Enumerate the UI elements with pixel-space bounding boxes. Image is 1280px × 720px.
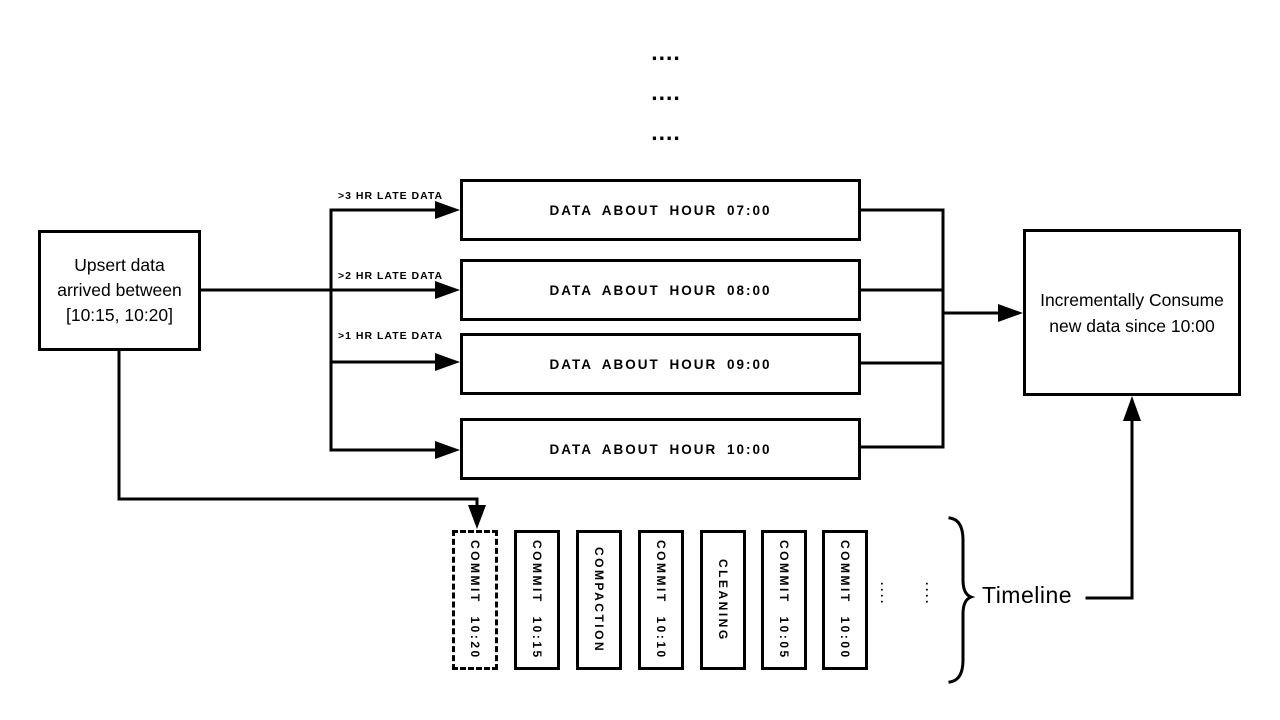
cleaning-box: CLEANING bbox=[700, 530, 746, 670]
upsert-box-text: Upsert data arrived between [10:15, 10:2… bbox=[57, 253, 182, 328]
timeline-brace bbox=[948, 516, 976, 684]
upsert-to-commit-line bbox=[117, 348, 479, 508]
upsert-box-line: arrived between bbox=[57, 280, 182, 300]
arrowhead-hour10 bbox=[435, 441, 460, 459]
late-data-label-3hr: >3 HR LATE DATA bbox=[338, 190, 444, 202]
late-data-label-2hr: >2 HR LATE DATA bbox=[338, 270, 444, 282]
incremental-consume-line: new data since 10:00 bbox=[1049, 315, 1215, 336]
timeline-to-consume-line bbox=[1085, 418, 1134, 600]
arrowhead-hour07 bbox=[435, 201, 460, 219]
continuation-dots-row: .... bbox=[651, 119, 681, 145]
commit-label: COMMIT 10:10 bbox=[654, 540, 668, 660]
upsert-box-line: [10:15, 10:20] bbox=[65, 305, 174, 325]
commit-box-10-10: COMMIT 10:10 bbox=[638, 530, 684, 670]
commit-box-10-00: COMMIT 10:00 bbox=[822, 530, 868, 670]
data-box-hour07: DATA ABOUT HOUR 07:00 bbox=[460, 179, 861, 241]
timeline-ellipsis: ···· bbox=[920, 582, 934, 606]
upsert-box: Upsert data arrived between [10:15, 10:2… bbox=[38, 230, 201, 351]
commit-label: COMMIT 10:15 bbox=[530, 540, 544, 660]
data-box-hour09: DATA ABOUT HOUR 09:00 bbox=[460, 333, 861, 395]
data-box-hour08: DATA ABOUT HOUR 08:00 bbox=[460, 259, 861, 321]
arrowhead-consume-bottom bbox=[1123, 396, 1141, 421]
compaction-box: COMPACTION bbox=[576, 530, 622, 670]
arrowhead-hour08 bbox=[435, 281, 460, 299]
commit-label: CLEANING bbox=[716, 558, 730, 642]
arrowhead-hour09 bbox=[435, 353, 460, 371]
commit-label: COMMIT 10:20 bbox=[468, 540, 482, 660]
commit-box-10-20: COMMIT 10:20 bbox=[452, 530, 498, 670]
timeline-label: Timeline bbox=[982, 582, 1073, 608]
incremental-consume-line: Incrementally Consume bbox=[1040, 289, 1224, 310]
incremental-consume-box: Incrementally Consume new data since 10:… bbox=[1023, 229, 1241, 396]
continuation-dots-row: .... bbox=[651, 79, 681, 105]
commit-box-10-15: COMMIT 10:15 bbox=[514, 530, 560, 670]
incremental-consume-text: Incrementally Consume new data since 10:… bbox=[1040, 287, 1224, 339]
commit-label: COMMIT 10:00 bbox=[838, 540, 852, 660]
continuation-dots-row: .... bbox=[651, 39, 681, 65]
arrowhead-commit bbox=[468, 505, 486, 529]
arrowhead-consume bbox=[998, 304, 1023, 322]
commit-label: COMMIT 10:05 bbox=[777, 540, 791, 660]
commit-label: COMPACTION bbox=[592, 546, 606, 654]
timeline-ellipsis: ···· bbox=[875, 582, 889, 606]
commit-box-10-05: COMMIT 10:05 bbox=[761, 530, 807, 670]
upsert-box-line: Upsert data bbox=[74, 255, 165, 275]
late-data-label-1hr: >1 HR LATE DATA bbox=[338, 330, 444, 342]
data-box-hour10: DATA ABOUT HOUR 10:00 bbox=[460, 418, 861, 480]
